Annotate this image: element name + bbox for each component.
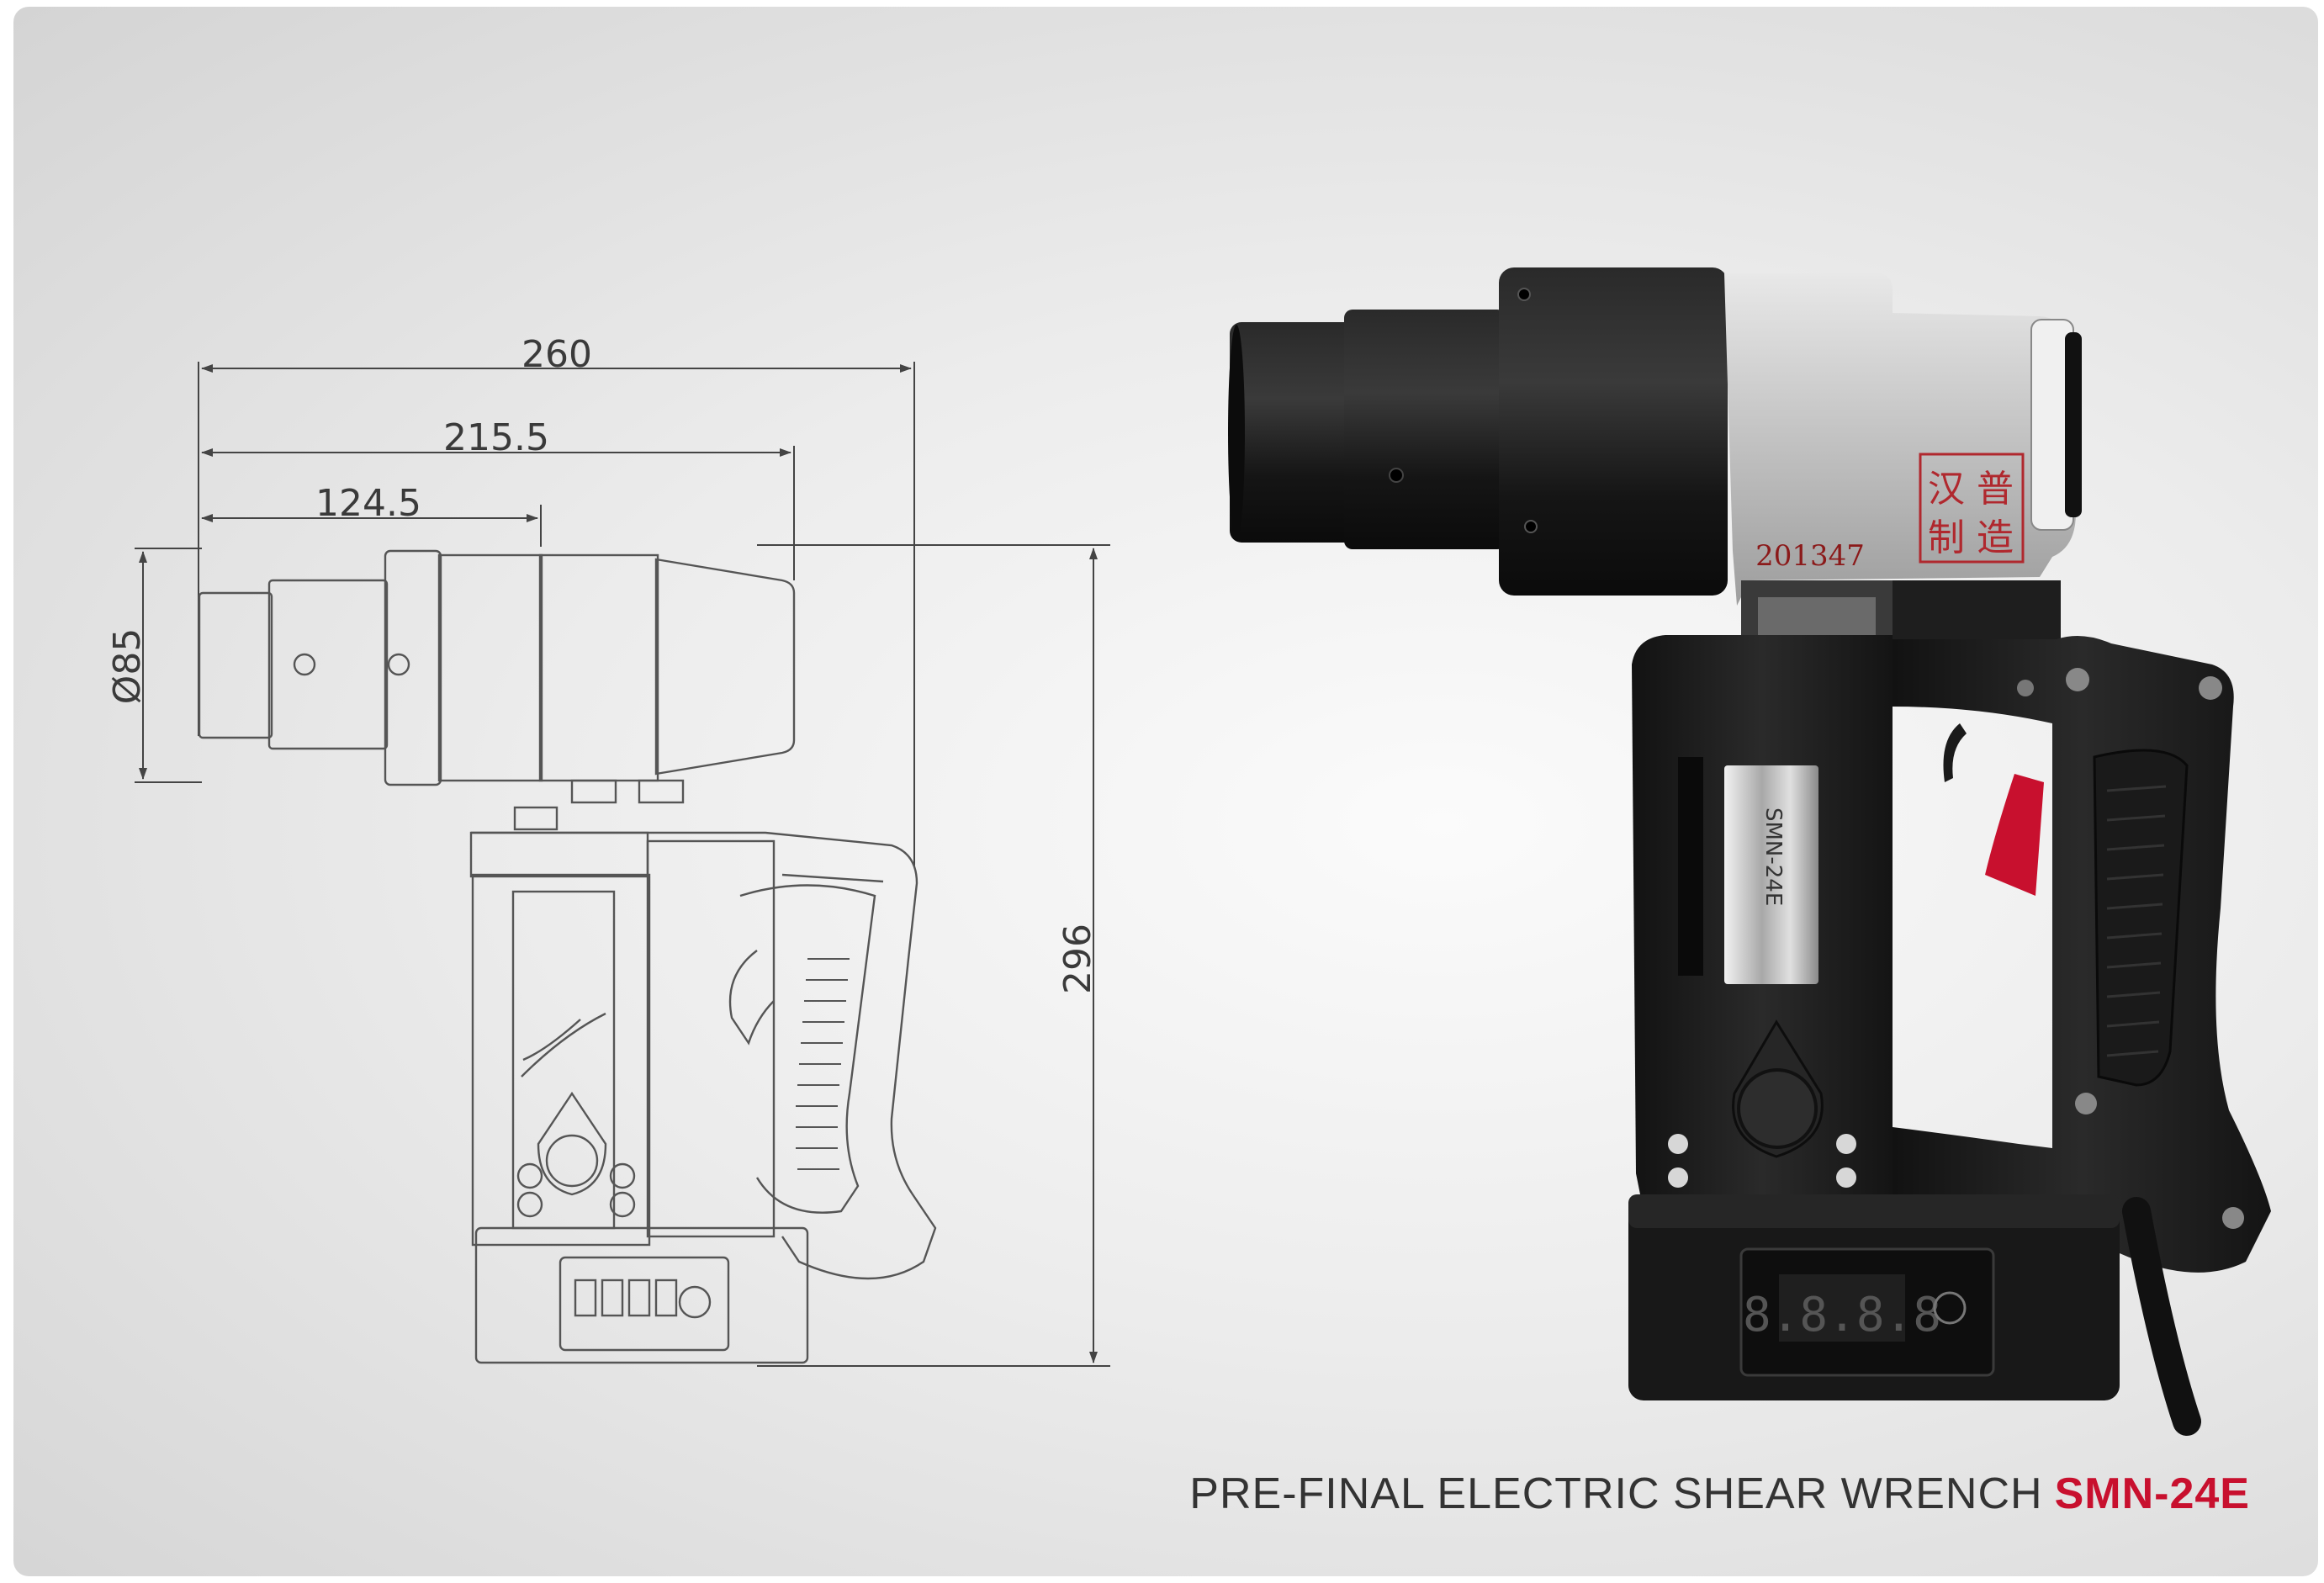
dim-short-length: 124.5	[315, 482, 421, 525]
product-photo: 201347 汉 普 制 造 SMN-24E	[1228, 267, 2271, 1436]
socket-cylinder	[1230, 322, 1364, 543]
drawing-outline	[198, 549, 937, 1364]
dim-mid-length: 215.5	[443, 416, 549, 459]
seal-char-1: 汉	[1928, 468, 1965, 511]
product-caption: PRE-FINAL ELECTRIC SHEAR WRENCH SMN-24E	[1189, 1469, 2250, 1527]
caption-title: PRE-FINAL ELECTRIC SHEAR WRENCH	[1189, 1469, 2043, 1518]
collar-cylinder	[1344, 310, 1506, 549]
seal-char-2: 普	[1977, 468, 2014, 511]
pistol-grip-handle	[1893, 636, 2271, 1273]
seal-char-3: 制	[1928, 516, 1965, 559]
maker-seal: 汉 普 制 造	[1919, 453, 2025, 564]
dim-height: 296	[1056, 924, 1099, 994]
dimension-lines	[135, 362, 1110, 1367]
trigger	[1985, 774, 2044, 896]
silver-gear-housing	[1724, 273, 2076, 606]
label-model-text: SMN-24E	[1760, 807, 1786, 906]
serial-number: 201347	[1755, 539, 1865, 573]
dim-overall-length: 260	[521, 333, 592, 376]
technical-drawing: 260 215.5 124.5 Ø85 296	[106, 333, 1110, 1367]
dim-diameter: Ø85	[106, 628, 149, 705]
caption-model: SMN-24E	[2054, 1469, 2250, 1518]
power-cord	[2122, 1197, 2201, 1436]
display-digits: 8.8.8.8	[1743, 1288, 1941, 1342]
main-cylinder	[1499, 267, 1728, 596]
chrome-label: SMN-24E	[1724, 765, 1818, 984]
drawing-grip-ribs	[796, 958, 850, 1170]
seal-char-4: 造	[1977, 516, 2014, 559]
